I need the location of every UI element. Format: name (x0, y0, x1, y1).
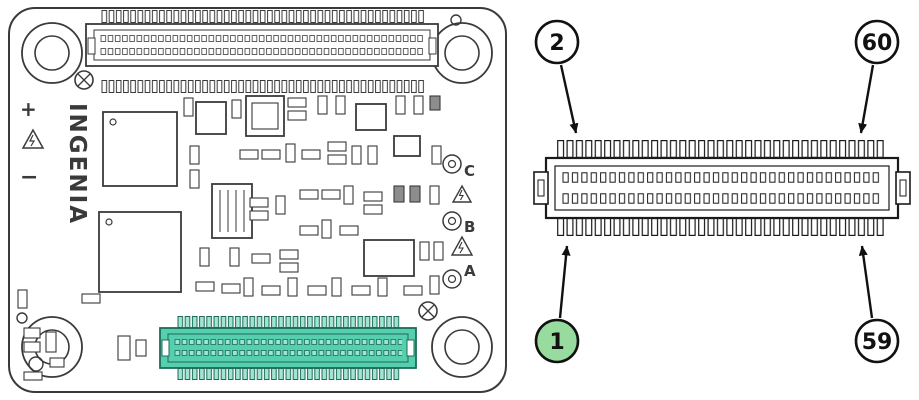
fiducial-dot (450, 14, 462, 26)
board-connector-top (85, 10, 439, 93)
detail-contacts-row-1 (561, 172, 881, 183)
callout-pin-2: 2 (534, 19, 580, 134)
detail-latch-right (895, 171, 911, 205)
brand-label: INGENIA (64, 103, 90, 225)
warning-triangle-icon (450, 235, 474, 256)
detail-pin-row-bottom (556, 218, 885, 236)
screw-icon (418, 301, 438, 321)
leader-arrow (858, 64, 875, 134)
connector-detail: 2 60 1 59 (533, 19, 911, 364)
fiducial-dot (16, 312, 28, 324)
callout-pin-1: 1 (534, 245, 580, 364)
callout-pin-59: 59 (854, 245, 900, 364)
detail-contacts-row-2 (561, 193, 881, 204)
phase-a-label: A (464, 262, 476, 280)
mounting-hole-bottom-right (431, 316, 493, 378)
warning-triangle-icon (451, 184, 473, 203)
leader-arrow (858, 245, 874, 319)
detail-body (544, 156, 900, 220)
detail-latch-left (533, 171, 549, 205)
callout-circle (854, 19, 900, 65)
passive-components (17, 95, 444, 361)
ic-chips (98, 95, 421, 293)
mounting-hole-top-left (21, 22, 83, 84)
pcb-board: INGENIA + − C B A (8, 7, 507, 393)
callout-circle (534, 19, 580, 65)
leader-arrow (558, 245, 571, 319)
callout-label: 2 (549, 31, 564, 56)
screw-icon (74, 70, 94, 90)
phase-c-label: C (464, 162, 475, 180)
phase-pads (442, 154, 462, 289)
highlighted-connector-body (159, 327, 417, 369)
callout-label: 59 (862, 330, 893, 355)
detail-body-inner (554, 165, 890, 211)
board-connector-bottom-highlighted (159, 316, 417, 380)
warning-triangle-icon (21, 128, 45, 149)
leader-arrow (559, 64, 579, 134)
callout-pin-60: 60 (854, 19, 900, 134)
silkscreen-labels: INGENIA + − C B A (20, 97, 476, 280)
detail-pin-row-top (556, 140, 885, 158)
plus-label: + (20, 97, 37, 121)
callout-label: 60 (862, 31, 893, 56)
callout-circle (854, 318, 900, 364)
callout-circle-highlighted (534, 318, 580, 364)
callout-label: 1 (549, 330, 564, 355)
phase-b-label: B (464, 218, 475, 236)
bottom-left-components (23, 327, 65, 381)
minus-label: − (20, 165, 38, 190)
